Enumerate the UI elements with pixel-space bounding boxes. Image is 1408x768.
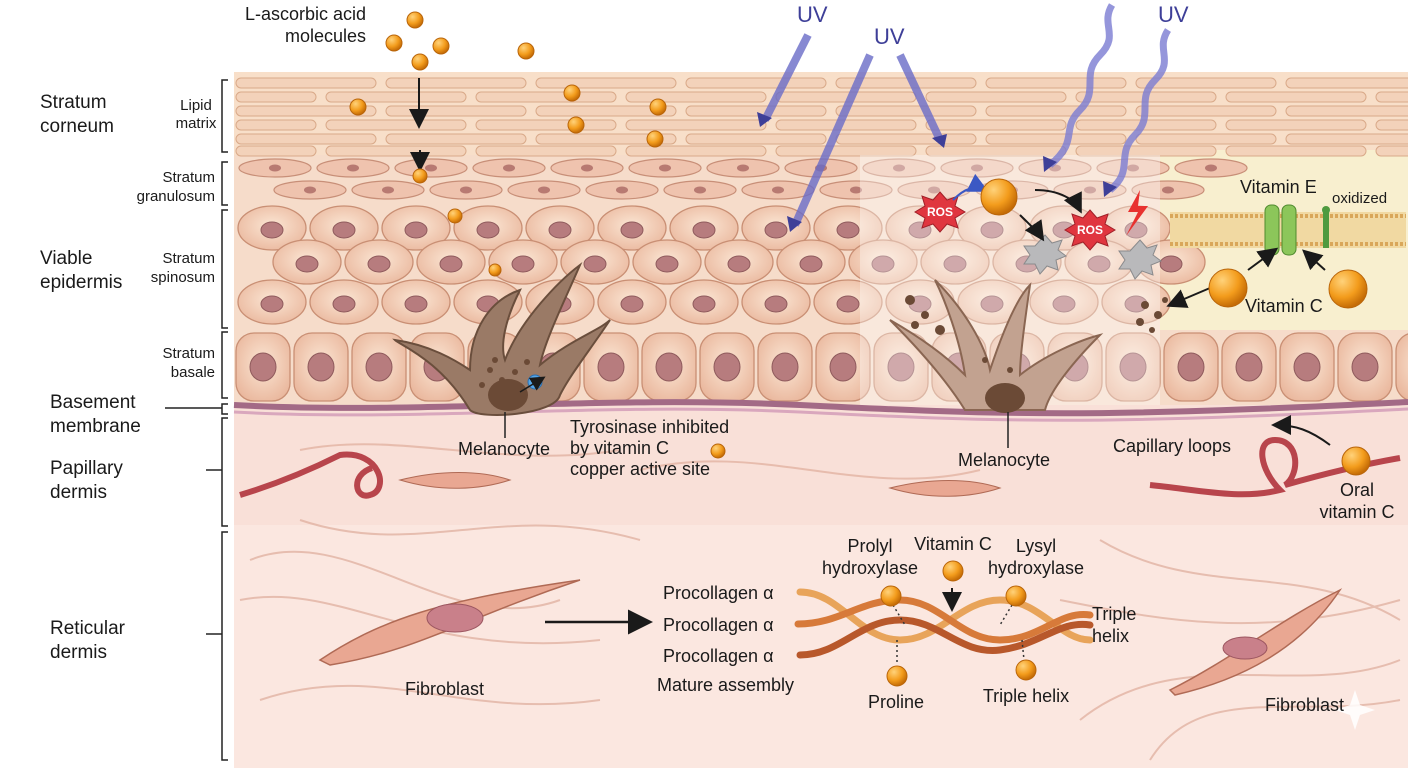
capillary-left [239, 451, 383, 499]
basement-membrane-line [233, 399, 1408, 417]
label-uv-2: UV [874, 24, 905, 49]
melanocyte-left [392, 261, 611, 416]
sparkle-icon [1335, 690, 1375, 730]
label-proline: Proline [868, 692, 924, 712]
lightning-icon [1126, 190, 1148, 236]
label-triple-helix-bottom: Triple helix [983, 686, 1069, 706]
label-uv-3: UV [1158, 2, 1189, 27]
melanocyte-right [889, 279, 1104, 413]
label-capillary-loops: Capillary loops [1113, 436, 1231, 456]
fibroblast-right [1168, 588, 1343, 696]
label-melanocyte-right: Melanocyte [958, 450, 1050, 470]
ros-burst-left [914, 191, 966, 233]
granulosum-cells [238, 158, 1248, 200]
ros-burst-right [1064, 209, 1116, 251]
damage-bursts [1023, 234, 1163, 280]
vitamin-c-molecules [349, 11, 1371, 687]
label-fibroblast-right: Fibroblast [1265, 695, 1344, 715]
capillary-right [1149, 436, 1401, 498]
label-melanocyte-left: Melanocyte [458, 439, 550, 459]
label-ros-right: ROS [1077, 223, 1103, 237]
label-vitamin-c-right: Vitamin C [1245, 296, 1323, 316]
label-procollagen-1: Procollagen α [663, 583, 773, 603]
label-vitamin-e: Vitamin E [1240, 177, 1317, 197]
layer-brackets [165, 79, 1009, 761]
dermis-fibers [239, 443, 1401, 761]
vitamin-e-channel [1264, 204, 1330, 256]
label-vitamin-c-mid: Vitamin C [914, 534, 992, 554]
label-fibroblast-left: Fibroblast [405, 679, 484, 699]
stratum-corneum-bands [235, 77, 1408, 157]
reaction-arrows [409, 78, 1331, 635]
label-procollagen-3: Procollagen α [663, 646, 773, 666]
dotted-leaders [892, 604, 1025, 662]
label-mature-assembly: Mature assembly [657, 675, 794, 695]
label-ros-left: ROS [927, 205, 953, 219]
label-oxidized: oxidized [1332, 190, 1387, 207]
fibroblast-left [318, 579, 581, 666]
collagen-helix [794, 588, 1094, 659]
melanin-granules [479, 295, 1168, 388]
label-procollagen-2: Procollagen α [663, 615, 773, 635]
label-uv-1: UV [797, 2, 828, 27]
papillary-fibroblasts [398, 472, 1002, 497]
uv-rays [757, 3, 1172, 232]
